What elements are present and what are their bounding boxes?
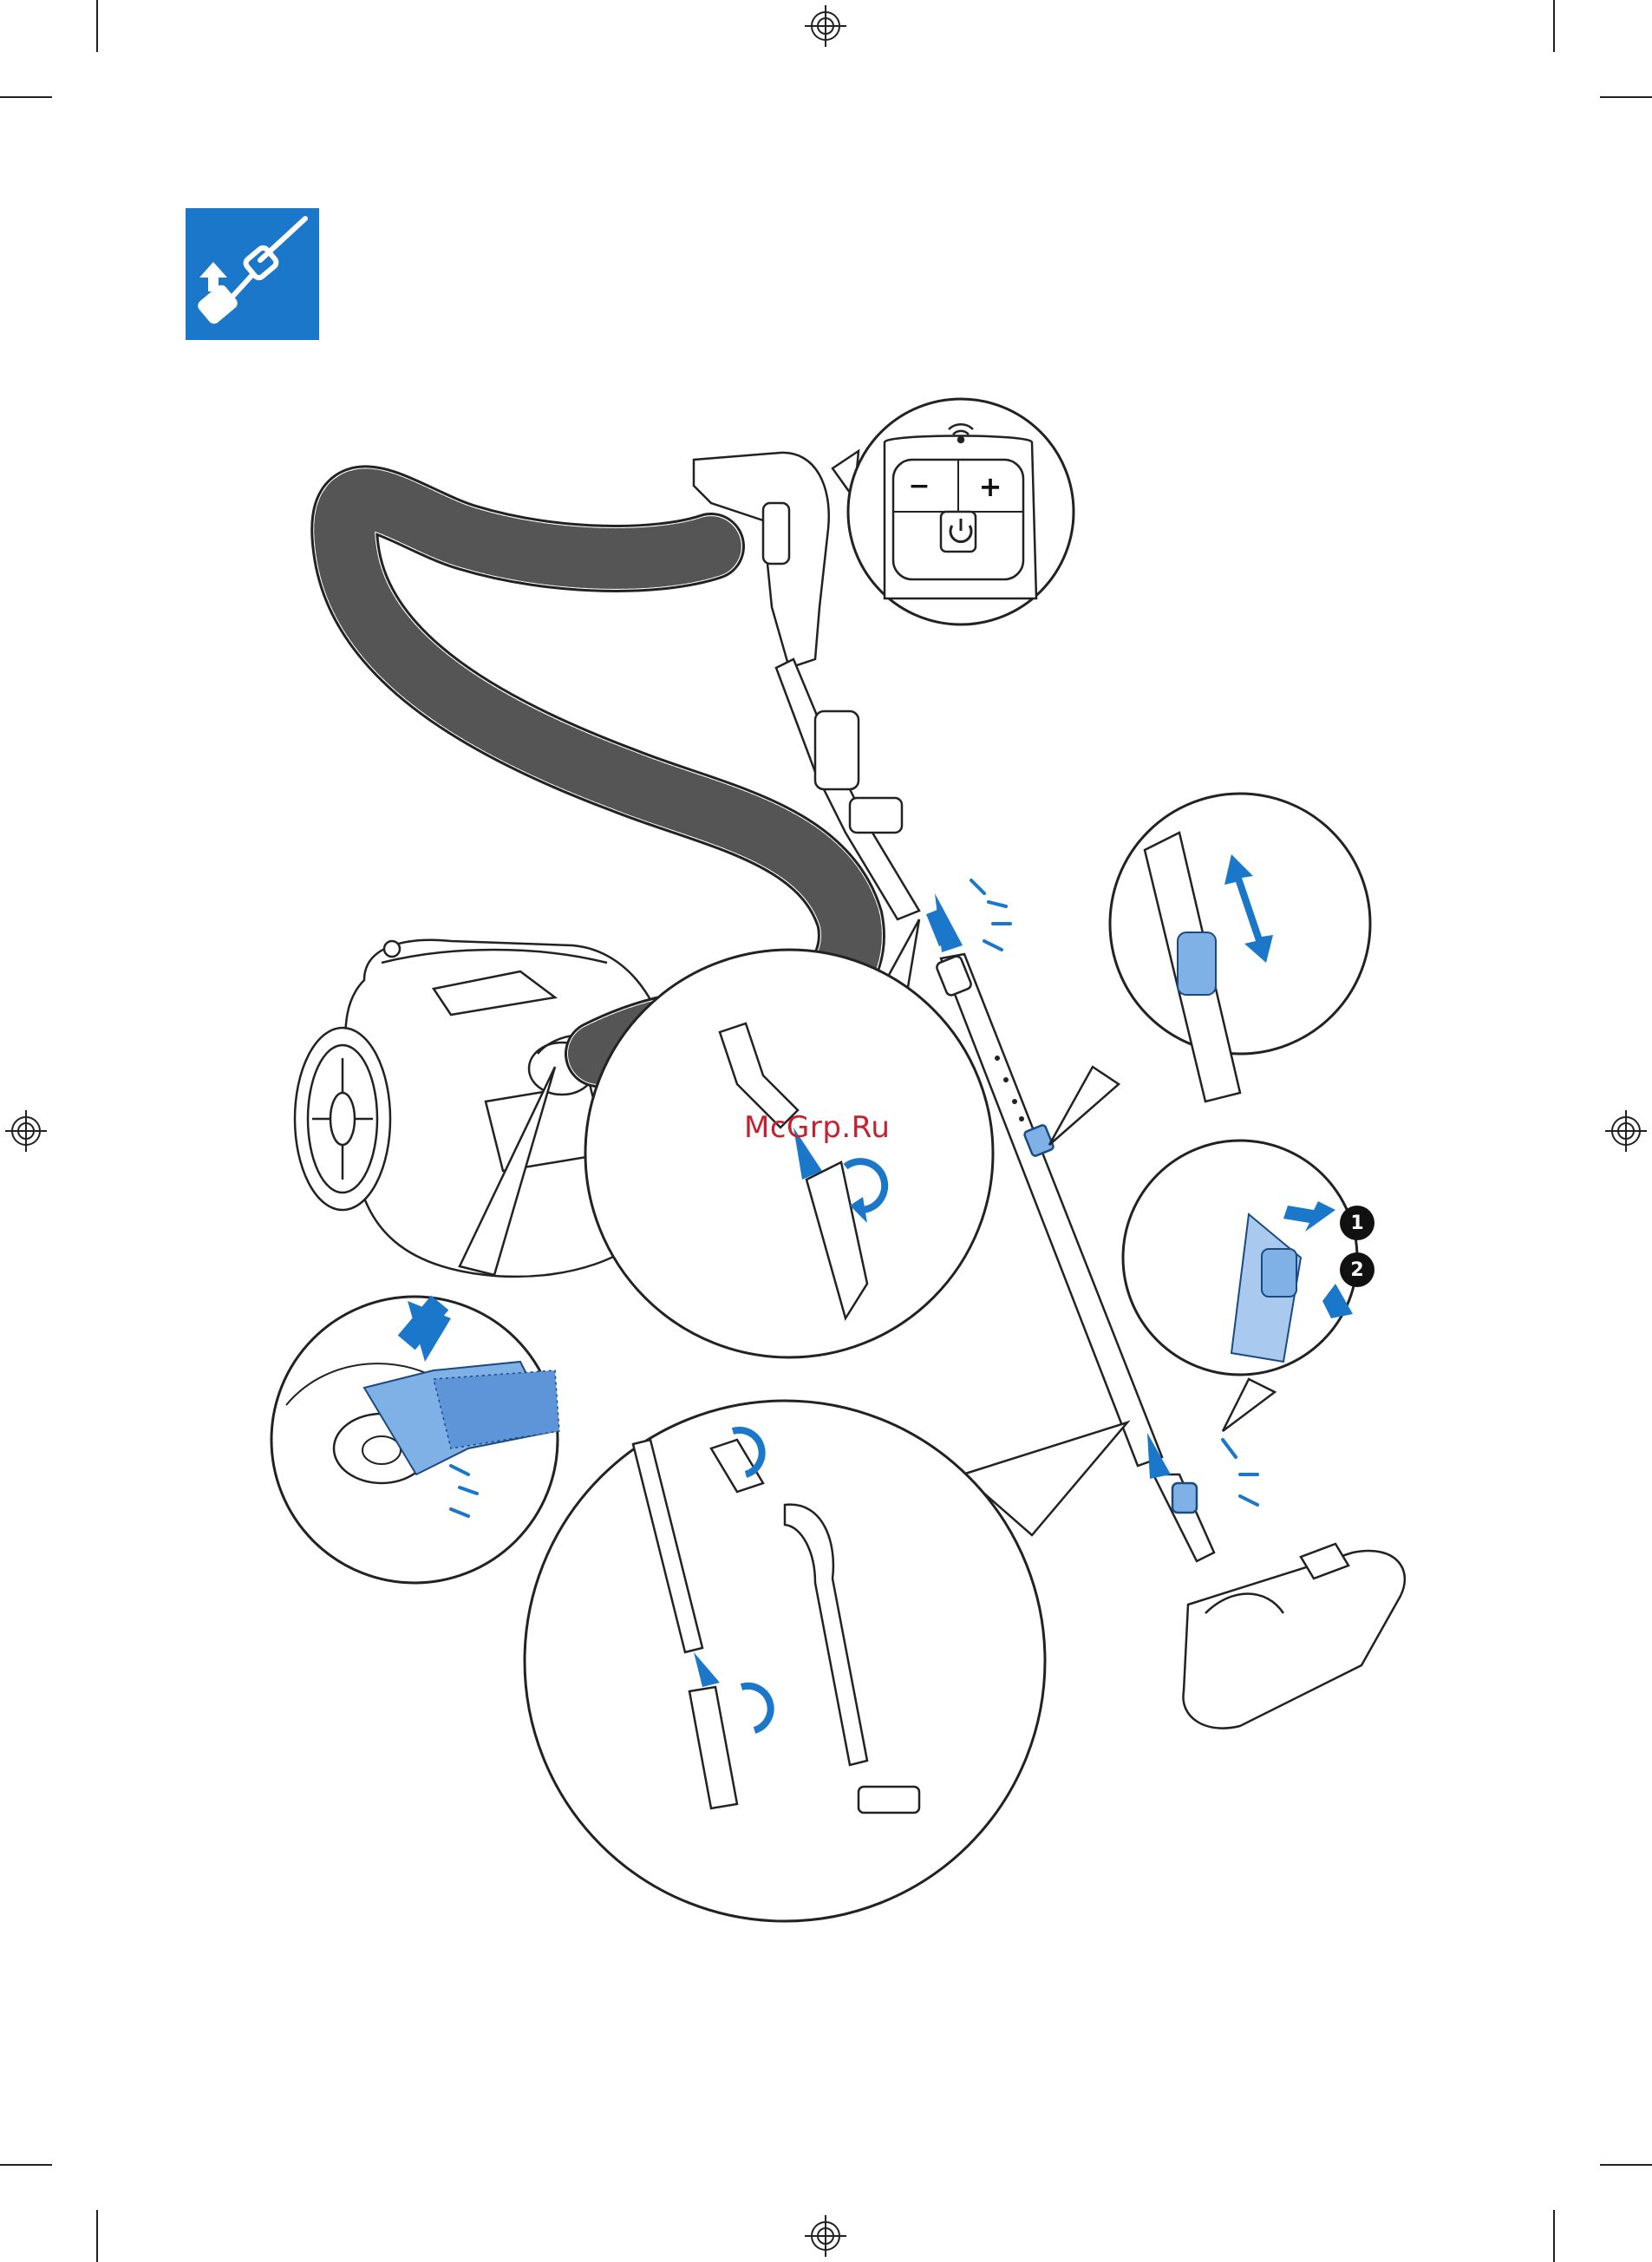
registration-mark-right bbox=[1605, 1110, 1647, 1152]
step-badge-1: 1 bbox=[1340, 1206, 1374, 1240]
floor-nozzle bbox=[1153, 1474, 1405, 1729]
hose-connection-icon bbox=[186, 208, 319, 340]
watermark: McGrp.Ru bbox=[744, 1110, 890, 1145]
detail-accessories bbox=[525, 1401, 1127, 1921]
registration-mark-top bbox=[805, 5, 846, 47]
registration-mark-left bbox=[5, 1110, 47, 1152]
registration-mark-bottom bbox=[805, 2215, 846, 2257]
detail-nozzle-release bbox=[1123, 1141, 1357, 1431]
plus-label: + bbox=[979, 470, 1002, 503]
step-badge-2: 2 bbox=[1340, 1252, 1374, 1287]
detail-tube-adjust bbox=[1049, 794, 1370, 1145]
minus-label: − bbox=[908, 471, 930, 501]
handle-control-detail bbox=[833, 399, 1074, 624]
